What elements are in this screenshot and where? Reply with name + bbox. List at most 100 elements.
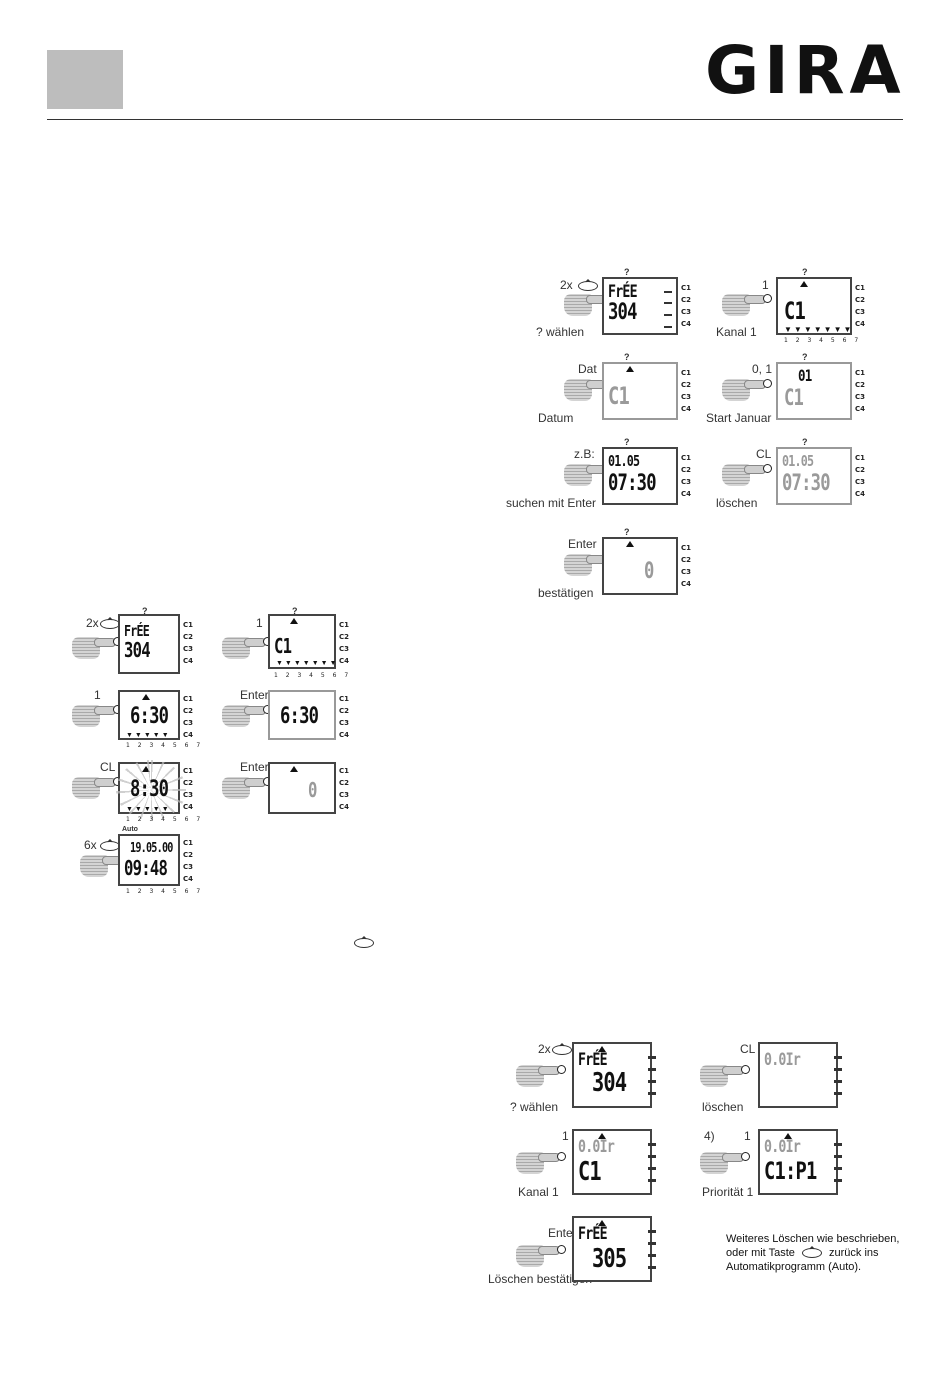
question-mark: ?: [624, 352, 630, 362]
press-label: Dat: [578, 362, 597, 376]
lcd-line1: FrÉE: [578, 1050, 608, 1070]
channel-label: C1: [339, 767, 350, 775]
note-line-1: Weiteres Löschen wie beschrieben,: [726, 1233, 900, 1245]
channel-label: C1: [681, 369, 692, 377]
lcd-display: 0.0Ir: [758, 1042, 838, 1108]
step-caption: bestätigen: [538, 586, 594, 600]
channel-label: C1: [681, 284, 692, 292]
lcd-line1: 0.0Ir: [578, 1137, 615, 1157]
lcd-line2: 6:30: [280, 704, 319, 729]
press-label: 1: [562, 1129, 569, 1143]
step-b7: 6x Auto 19.05.00 09:48 1 2 3 4 5 6 7 C1 …: [72, 826, 212, 900]
press-label: 0, 1: [752, 362, 773, 376]
step-caption: Datum: [538, 411, 574, 425]
step-b5: CL 8:30 ▼▼▼▼▼ 1 2 3 4 5 6 7 C1 C2 C3 C4: [72, 760, 212, 830]
channel-label: C2: [339, 633, 350, 641]
step-a3: Dat Datum ? C1 C1 C2 C3 C4: [520, 352, 700, 430]
channel-label: C3: [183, 863, 194, 871]
lcd-display: 0.0Ir C1:P1: [758, 1129, 838, 1195]
lcd-line2: 07:30: [608, 471, 657, 496]
lcd-line2: 304: [124, 638, 151, 662]
weekday-scale: 1 2 3 4 5 6 7: [126, 742, 204, 749]
channel-label: C4: [339, 803, 350, 811]
step-a6: CL löschen ? 01.05 07:30 C1 C2 C3 C4: [712, 437, 892, 515]
step-a1: 2x ? wählen ? FrÉE 304 C1 C2 C3 C4: [520, 267, 700, 345]
lcd-display: 6:30: [268, 690, 336, 740]
channel-label: C3: [339, 791, 350, 799]
press-label: 2x: [538, 1042, 551, 1056]
lcd-display: FrÉE 304: [602, 277, 678, 335]
lcd-line1: 01.05: [608, 452, 640, 470]
step-c1: 2x ? wählen FrÉE 304: [508, 1038, 688, 1118]
press-label: Enter: [240, 760, 269, 774]
weekday-scale: 1 2 3 4 5 6 7: [126, 888, 204, 895]
lcd-line2: C1:P1: [764, 1157, 817, 1185]
channel-label: C4: [183, 657, 194, 665]
lcd-line1: FrÉE: [578, 1224, 608, 1244]
channel-label: C1: [855, 454, 866, 462]
press-label: CL: [100, 760, 116, 774]
step-c4: 4) 1 Priorität 1 0.0Ir C1:P1: [700, 1125, 880, 1205]
lcd-display: C1: [602, 362, 678, 420]
question-mark: ?: [802, 267, 808, 277]
channel-label: C4: [855, 320, 866, 328]
press-label: Enter: [568, 537, 597, 551]
channel-label: C1: [855, 284, 866, 292]
lcd-line1: 19.05.00: [130, 841, 173, 856]
lcd-line2: C1: [784, 386, 804, 411]
step-caption: ? wählen: [510, 1100, 559, 1114]
channel-label: C2: [855, 296, 866, 304]
channel-label: C1: [183, 767, 194, 775]
channel-label: C3: [855, 478, 866, 486]
press-label: Enter: [240, 688, 269, 702]
lcd-display: C1 ▼▼▼▼▼▼▼: [268, 614, 337, 669]
channel-label: C2: [855, 381, 866, 389]
step-a7: Enter bestätigen ? 0 C1 C2 C3 C4: [520, 527, 700, 605]
lcd-display: C1 ▼▼▼▼▼▼▼: [776, 277, 852, 335]
channel-label: C4: [681, 320, 692, 328]
weekday-scale: 1 2 3 4 5 6 7: [274, 672, 352, 679]
press-label: Enter: [548, 1226, 577, 1240]
step-caption: Start Januar: [706, 411, 772, 425]
channel-label: C3: [681, 393, 692, 401]
step-a2: 1 Kanal 1 ? C1 ▼▼▼▼▼▼▼ 1 2 3 4 5 6 7 C1 …: [712, 267, 892, 350]
press-label: CL: [756, 447, 772, 461]
lcd-line1: FrÉE: [124, 622, 150, 640]
channel-label: C1: [681, 544, 692, 552]
arrow-button-icon: [100, 839, 120, 851]
lcd-line2: 0: [644, 559, 654, 584]
channel-label: C3: [681, 568, 692, 576]
step-a4: 0, 1 Start Januar ? 01 C1 C1 C2 C3 C4: [706, 352, 892, 430]
channel-label: C2: [681, 296, 692, 304]
channel-label: C2: [681, 466, 692, 474]
lcd-line2: 6:30: [130, 704, 169, 729]
step-c5: Enter Löschen bestätigen FrÉE 305: [488, 1212, 688, 1292]
channel-label: C4: [855, 405, 866, 413]
lcd-line1: 01: [798, 366, 812, 385]
channel-label: C4: [681, 580, 692, 588]
lcd-display: FrÉE 304: [118, 614, 180, 674]
lcd-line1: 01.05: [782, 452, 814, 470]
channel-label: C2: [339, 707, 350, 715]
channel-label: C1: [855, 369, 866, 377]
channel-label: C3: [183, 719, 194, 727]
channel-label: C3: [183, 791, 194, 799]
step-b2: 1 ? C1 ▼▼▼▼▼▼▼ 1 2 3 4 5 6 7 C1 C2 C3 C4: [222, 606, 362, 682]
step-caption: Kanal 1: [716, 325, 757, 339]
auto-label: Auto: [122, 826, 138, 833]
press-label: CL: [740, 1042, 756, 1056]
lcd-line1: 0.0Ir: [764, 1137, 801, 1157]
lcd-line2: C1: [274, 634, 292, 658]
channel-label: C1: [183, 621, 194, 629]
channel-label: C1: [183, 839, 194, 847]
channel-label: C2: [339, 779, 350, 787]
press-label: 1: [744, 1129, 751, 1143]
channel-label: C4: [339, 731, 350, 739]
step-caption: suchen mit Enter: [506, 496, 597, 510]
channel-label: C4: [183, 803, 194, 811]
channel-label: C1: [681, 454, 692, 462]
press-label: 2x: [560, 278, 573, 292]
step-b6: Enter 0 C1 C2 C3 C4: [222, 760, 362, 830]
channel-label: C1: [183, 695, 194, 703]
arrow-button-icon: [578, 279, 598, 291]
